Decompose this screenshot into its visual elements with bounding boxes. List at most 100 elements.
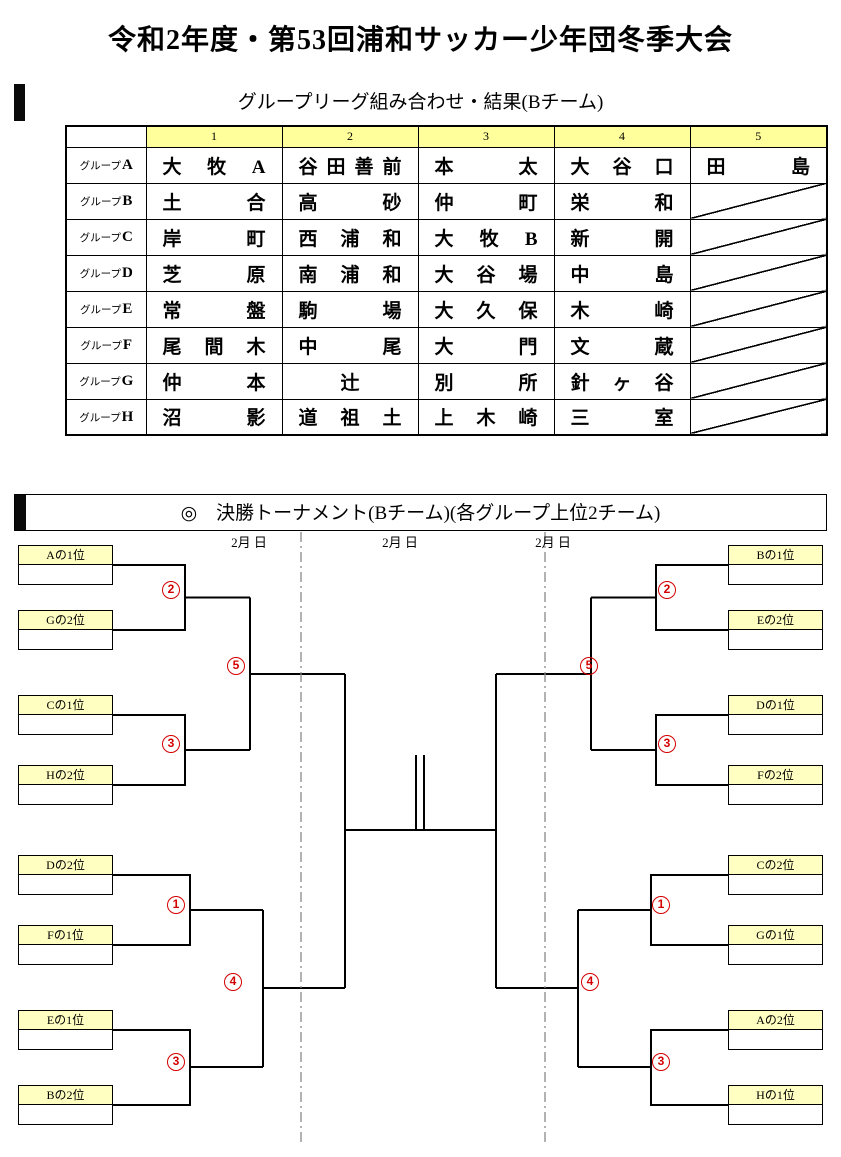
table-row-group-c: グループC 岸町 西浦和 大牧B 新開 [65,218,828,256]
bracket-slot-blank [19,785,112,804]
bracket-slot: Gの1位 [728,925,823,965]
bracket-slot: Hの1位 [728,1085,823,1125]
empty-diagonal-cell [689,398,828,436]
bracket-slot-label: Aの2位 [729,1011,822,1030]
table-row-group-a: グループA 大牧A 谷田善前 本太 大谷口 田島 [65,146,828,184]
team-cell: 南浦和 [281,254,419,292]
empty-diagonal-cell [689,362,828,400]
match-number-circle: 5 [227,657,245,675]
bracket-slot: Bの2位 [18,1085,113,1125]
team-cell: 芝原 [145,254,283,292]
bracket-slot-label: Hの2位 [19,766,112,785]
bracket-slot: Aの1位 [18,545,113,585]
team-cell: 西浦和 [281,218,419,256]
match-number-circle: 3 [167,1053,185,1071]
bracket-slot: Fの1位 [18,925,113,965]
team-cell: 辻 [281,362,419,400]
bracket-slot-blank [729,630,822,649]
match-number-circle: 5 [580,657,598,675]
column-header: 4 [553,125,691,148]
empty-diagonal-cell [689,182,828,220]
match-date-label: 2月 日 [382,535,418,550]
team-cell: 中尾 [281,326,419,364]
team-cell: 田島 [689,146,828,184]
bracket-slot-blank [729,945,822,964]
bracket-slot-label: Dの1位 [729,696,822,715]
bracket-slot-blank [19,565,112,584]
team-cell: 栄和 [553,182,691,220]
team-cell: 谷田善前 [281,146,419,184]
tournament-bracket: 2月 日 2月 日 2月 日 Aの1位 Gの2位 Cの1位 Hの2位 Dの2位 … [0,532,841,1157]
table-row-group-b: グループB 土合 高砂 仲町 栄和 [65,182,828,220]
bracket-slot: Gの2位 [18,610,113,650]
table-corner-cell [65,125,147,148]
bracket-slot-blank [729,715,822,734]
bracket-slot: Hの2位 [18,765,113,805]
table-row-group-h: グループH 沼影 道祖土 上木崎 三室 [65,398,828,436]
bracket-slot-blank [729,1030,822,1049]
bracket-lines-final [345,755,496,832]
group-label: グループG [65,362,147,400]
group-league-section-header: グループリーグ組み合わせ・結果(Bチーム) [14,84,827,121]
team-cell: 大谷口 [553,146,691,184]
team-cell: 大谷場 [417,254,555,292]
team-cell: 岸町 [145,218,283,256]
column-header: 5 [689,125,828,148]
match-number-circle: 3 [162,735,180,753]
team-cell: 土合 [145,182,283,220]
column-header: 1 [145,125,283,148]
bracket-lines-svg [113,532,728,1145]
table-row-group-e: グループE 常盤 駒場 大久保 木崎 [65,290,828,328]
bracket-slot: Dの2位 [18,855,113,895]
match-number-circle: 2 [162,581,180,599]
match-number-circle: 4 [224,973,242,991]
team-cell: 駒場 [281,290,419,328]
bracket-slot-label: Cの1位 [19,696,112,715]
column-header: 2 [281,125,419,148]
section-header-text: グループリーグ組み合わせ・結果(Bチーム) [237,92,604,113]
group-label: グループD [65,254,147,292]
section-accent-mark [14,84,25,121]
bracket-slot-label: Cの2位 [729,856,822,875]
match-number-circle: 4 [581,973,599,991]
match-number-circle: 1 [167,896,185,914]
table-row-group-f: グループF 尾間木 中尾 大門 文蔵 [65,326,828,364]
section-header-text: ◎ 決勝トーナメント(Bチーム)(各グループ上位2チーム) [180,503,661,524]
bracket-slot: Cの2位 [728,855,823,895]
team-cell: 三室 [553,398,691,436]
team-cell: 大久保 [417,290,555,328]
bracket-lines-right [494,563,728,1107]
bracket-slot-label: Aの1位 [19,546,112,565]
table-row-group-d: グループD 芝原 南浦和 大谷場 中島 [65,254,828,292]
bracket-slot: Bの1位 [728,545,823,585]
match-number-circle: 2 [658,581,676,599]
bracket-slot-blank [19,1030,112,1049]
bracket-slot: Fの2位 [728,765,823,805]
team-cell: 大牧B [417,218,555,256]
bracket-slot-label: Eの2位 [729,611,822,630]
bracket-lines-left [113,563,347,1107]
table-row-group-g: グループG 仲本 辻 別所 針ヶ谷 [65,362,828,400]
group-label: グループB [65,182,147,220]
bracket-slot-label: Bの2位 [19,1086,112,1105]
empty-diagonal-cell [689,326,828,364]
match-date-label: 2月 日 [535,535,571,550]
empty-diagonal-cell [689,254,828,292]
bracket-slot-label: Hの1位 [729,1086,822,1105]
match-date-label: 2月 日 [231,535,267,550]
bracket-slot-blank [19,1105,112,1124]
bracket-slot-blank [729,785,822,804]
bracket-slot-label: Fの1位 [19,926,112,945]
page-title: 令和2年度・第53回浦和サッカー少年団冬季大会 [107,25,733,56]
team-cell: 新開 [553,218,691,256]
team-cell: 文蔵 [553,326,691,364]
bracket-slot-blank [19,715,112,734]
match-number-circle: 3 [658,735,676,753]
bracket-slot-blank [729,565,822,584]
team-cell: 上木崎 [417,398,555,436]
bracket-slot-label: Bの1位 [729,546,822,565]
group-label: グループE [65,290,147,328]
group-label: グループH [65,398,147,436]
team-cell: 大牧A [145,146,283,184]
